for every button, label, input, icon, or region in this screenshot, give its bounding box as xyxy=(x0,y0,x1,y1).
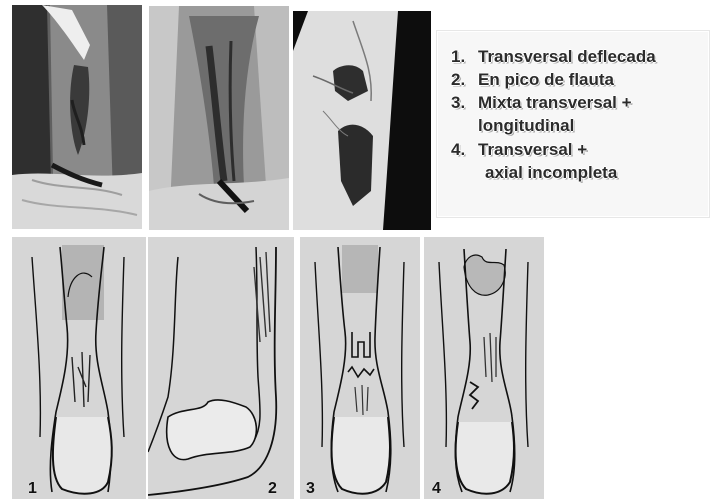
legend-item-label: Transversal + xyxy=(478,140,587,159)
legend-item-number: 4. xyxy=(451,140,478,160)
surgical-photo-3 xyxy=(293,11,431,230)
legend-item-label: Mixta transversal + xyxy=(478,93,632,112)
fracture-sketch-2: 2 xyxy=(148,237,294,499)
legend-item-label-continued: longitudinal xyxy=(478,116,574,135)
legend-item-label: En pico de flauta xyxy=(478,70,614,89)
fracture-sketch-3: 3 xyxy=(300,237,420,499)
legend-item-number: 1. xyxy=(451,47,478,67)
legend-item-number: 3. xyxy=(451,93,478,113)
surgical-photo-2 xyxy=(149,6,289,230)
legend-item-4: 4.Transversal + xyxy=(451,140,587,160)
legend-item-4-continued: axial incompleta xyxy=(485,163,617,183)
legend-item-2: 2.En pico de flauta xyxy=(451,70,614,90)
sketch-number-label: 2 xyxy=(268,480,277,498)
legend-item-number: 2. xyxy=(451,70,478,90)
legend-item-3-continued: longitudinal xyxy=(478,116,574,136)
surgical-photo-1 xyxy=(12,5,142,229)
sketch-number-label: 4 xyxy=(432,480,441,498)
fracture-sketch-1: 1 xyxy=(12,237,146,499)
sketch-number-label: 3 xyxy=(306,480,315,498)
legend-item-label: Transversal deflecada xyxy=(478,47,656,66)
fracture-type-legend: 1.Transversal deflecada 2.En pico de fla… xyxy=(436,30,710,218)
legend-item-label-continued: axial incompleta xyxy=(485,163,617,182)
fracture-sketch-4: 4 xyxy=(424,237,544,499)
legend-item-3: 3.Mixta transversal + xyxy=(451,93,632,113)
legend-item-1: 1.Transversal deflecada xyxy=(451,47,656,67)
sketch-number-label: 1 xyxy=(28,480,37,498)
